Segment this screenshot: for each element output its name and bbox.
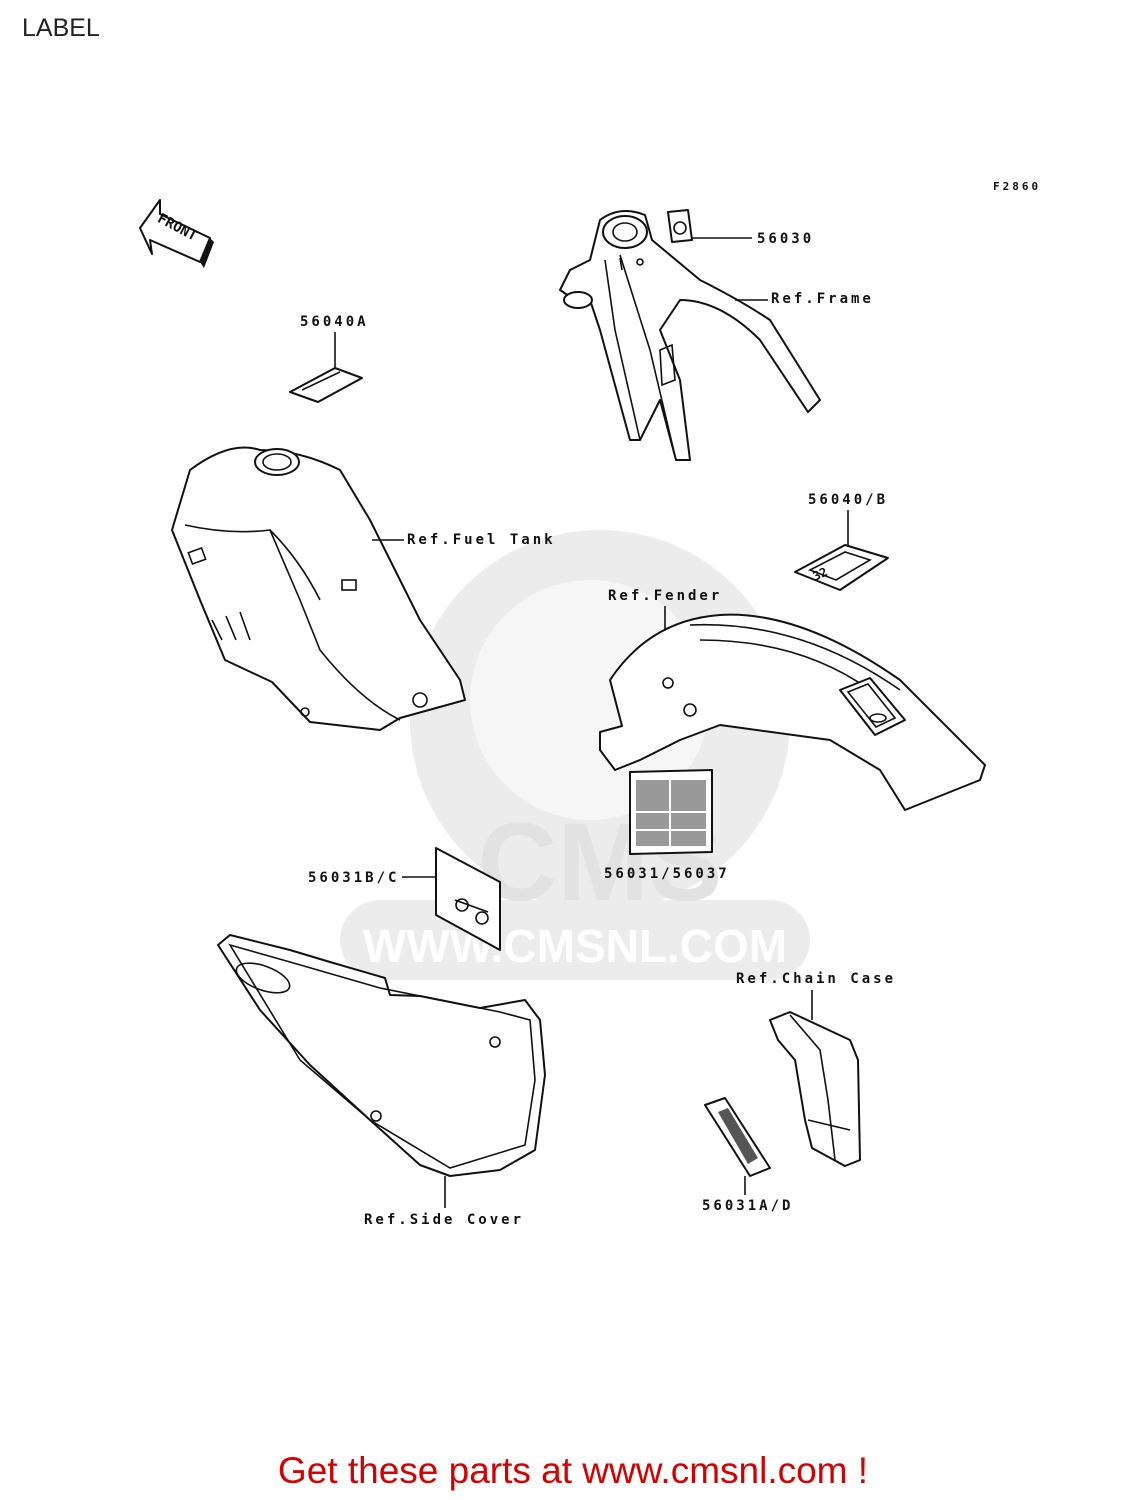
callout-ref-chain-case: Ref.Chain Case bbox=[736, 971, 896, 987]
callout-ref-fender: Ref.Fender bbox=[608, 588, 722, 604]
callout-ref-fuel-tank: Ref.Fuel Tank bbox=[407, 532, 556, 548]
page-title: LABEL bbox=[22, 14, 100, 42]
side-cover-illustration bbox=[217, 934, 546, 1208]
callout-ref-side-cover: Ref.Side Cover bbox=[364, 1212, 524, 1228]
label-56031ad-part bbox=[704, 1097, 771, 1195]
fuel-tank-illustration bbox=[171, 446, 466, 731]
callout-56030: 56030 bbox=[757, 231, 814, 247]
callout-ref-frame: Ref.Frame bbox=[771, 291, 874, 307]
label-56030-part bbox=[667, 209, 752, 243]
label-56031bc-part bbox=[435, 847, 501, 951]
callout-56031ad: 56031A/D bbox=[702, 1198, 793, 1214]
footer-link[interactable]: Get these parts at www.cmsnl.com ! bbox=[277, 1450, 869, 1491]
fender-illustration bbox=[599, 613, 986, 811]
callout-56040a: 56040A bbox=[300, 314, 369, 330]
callout-56031-56037: 56031/56037 bbox=[604, 866, 730, 882]
front-arrow: FRONT bbox=[139, 199, 214, 268]
label-56040a-part bbox=[289, 367, 363, 403]
callout-56031bc: 56031B/C bbox=[308, 870, 399, 886]
cms-watermark: CMS WWW.CMSNL.COM bbox=[340, 530, 810, 980]
watermark-url: WWW.CMSNL.COM bbox=[363, 920, 787, 972]
callout-56040b: 56040/B bbox=[808, 492, 888, 508]
figure-code: F2860 bbox=[993, 180, 1041, 193]
chain-case-illustration bbox=[769, 1011, 861, 1167]
label-56031-56037-part bbox=[629, 769, 713, 855]
label-56040b-part: 32 bbox=[794, 544, 889, 591]
frame-illustration bbox=[559, 210, 821, 461]
decal-text: 32 bbox=[811, 565, 830, 584]
